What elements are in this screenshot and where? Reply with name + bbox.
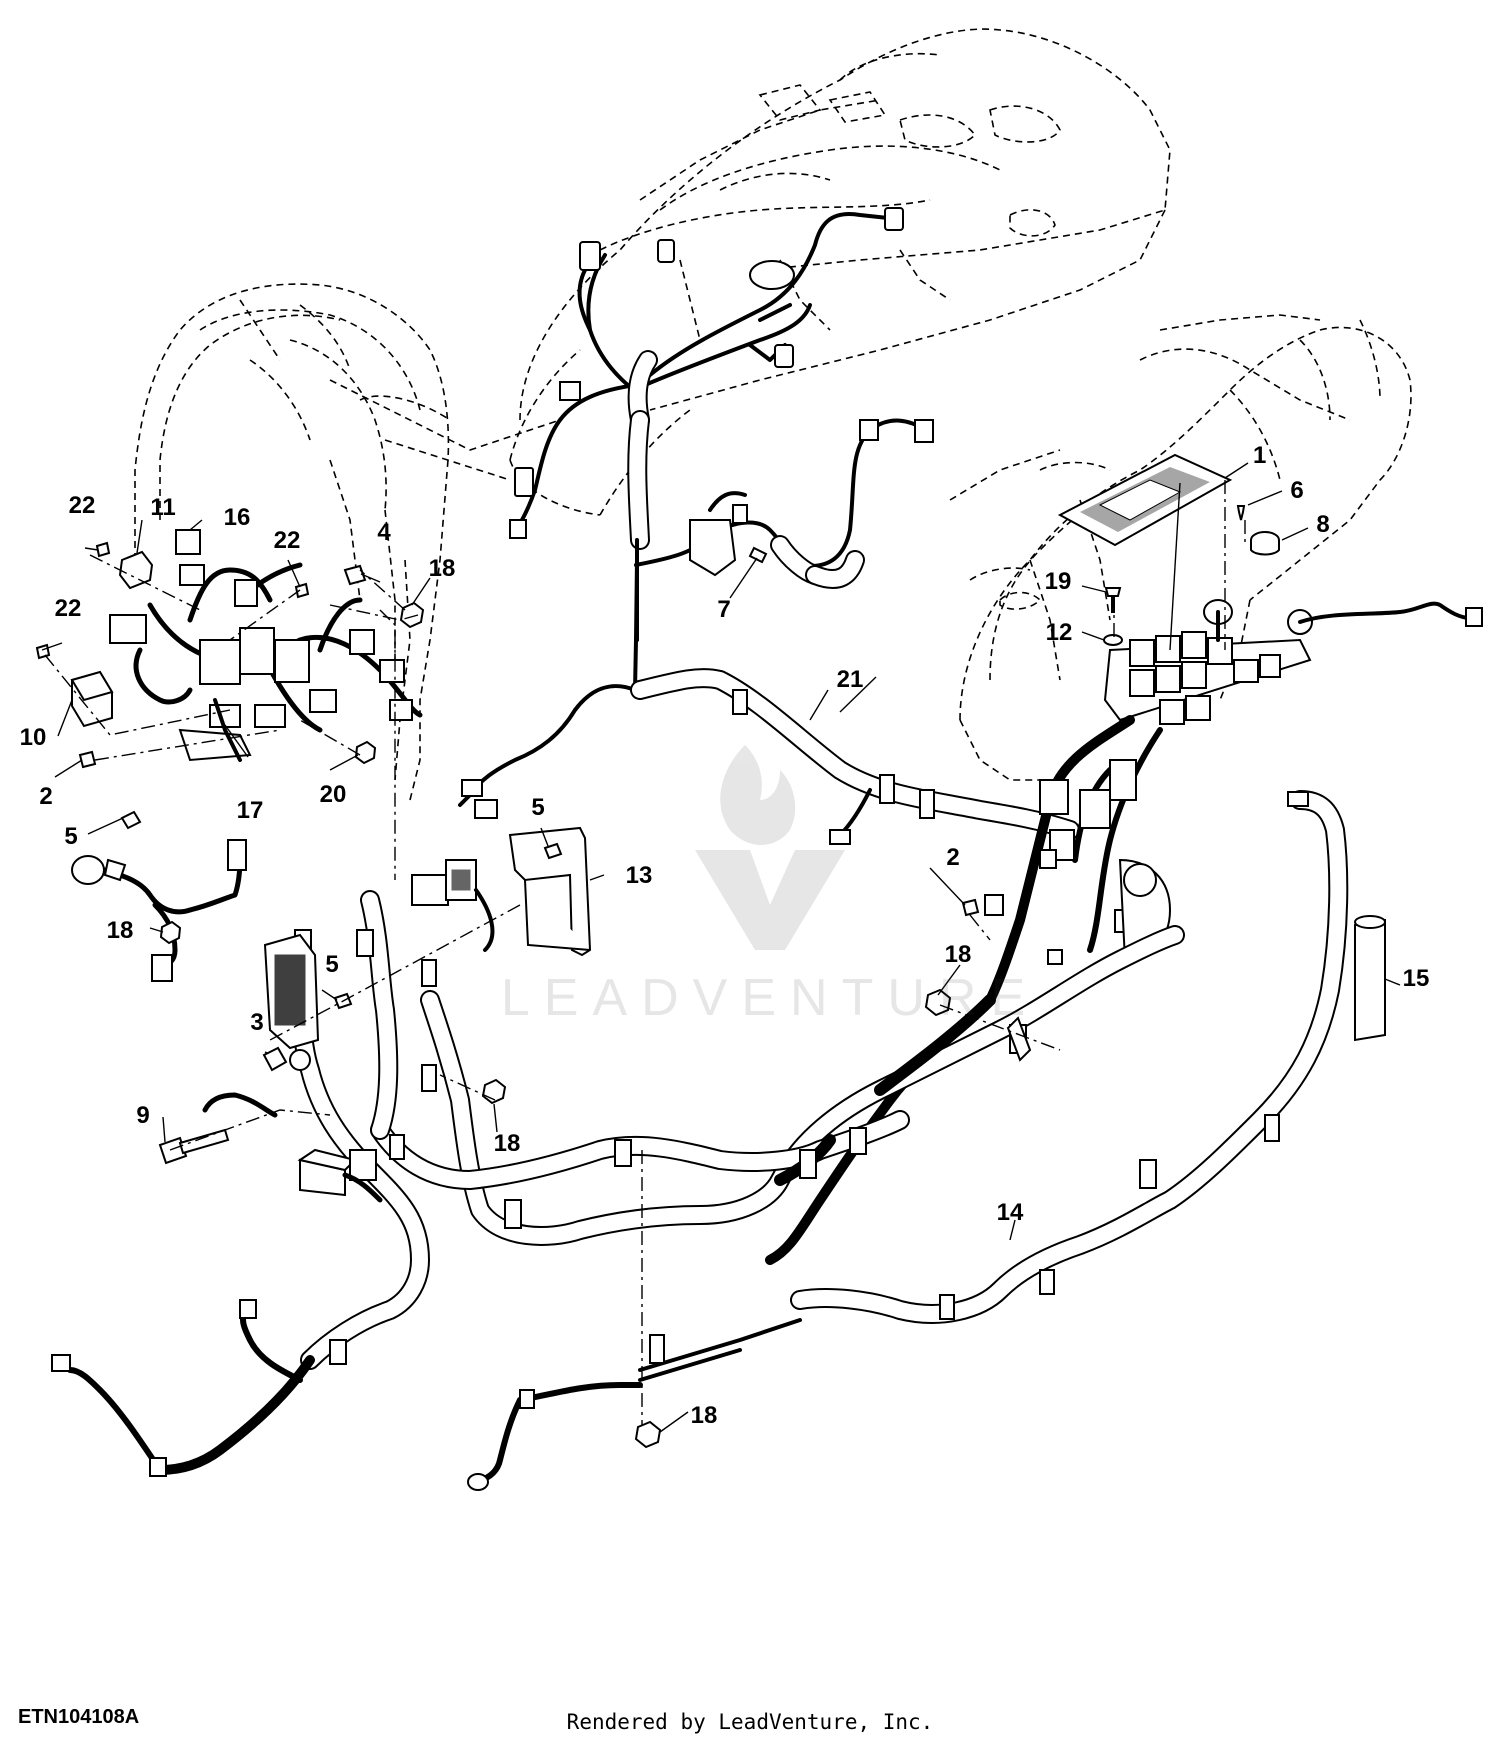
bolt-icon	[95, 541, 111, 558]
screw-item-6	[1236, 505, 1246, 521]
bolt-icon	[961, 898, 980, 917]
left-connector-harness	[71, 839, 247, 982]
fuse-holder	[411, 859, 495, 952]
callout-22: 22	[274, 527, 301, 554]
callout-18: 18	[429, 555, 456, 582]
callout-11: 11	[150, 494, 175, 521]
leader-lines	[41, 462, 1401, 1433]
callout-18: 18	[107, 917, 134, 944]
callout-4: 4	[377, 519, 391, 546]
callout-7: 7	[717, 596, 730, 623]
cap-item-8	[1250, 531, 1280, 556]
callout-18: 18	[494, 1130, 521, 1157]
nut-icon	[924, 988, 952, 1017]
ghost-vehicle-outline	[134, 28, 1412, 801]
callout-22: 22	[69, 492, 96, 519]
bolt-icon	[35, 643, 51, 660]
callout-18: 18	[945, 941, 972, 968]
middle-harness	[458, 418, 934, 819]
alignment-lines	[44, 480, 1246, 1425]
sleeve-item-15	[1354, 915, 1386, 1042]
nut-icon	[354, 740, 377, 765]
callout-18: 18	[691, 1402, 718, 1429]
callout-9: 9	[136, 1102, 149, 1129]
nut-icon	[634, 1420, 662, 1449]
callout-20: 20	[320, 781, 347, 808]
washer-item-12	[1103, 634, 1123, 646]
bolt-icon	[294, 582, 310, 599]
harness-21	[630, 668, 1080, 845]
harness-clips	[294, 929, 1280, 1365]
callout-21: 21	[837, 666, 864, 693]
callout-16: 16	[224, 504, 251, 531]
bracket-item-13	[508, 826, 592, 957]
render-credit: Rendered by LeadVenture, Inc.	[566, 1710, 934, 1734]
callout-22: 22	[55, 595, 82, 622]
relay-item-10	[70, 670, 114, 728]
callout-5: 5	[64, 823, 77, 850]
callout-13: 13	[626, 862, 653, 889]
dash-harness	[509, 207, 904, 692]
left-harness-cluster	[109, 562, 423, 762]
screw-item-7	[748, 546, 768, 564]
callout-19: 19	[1045, 568, 1072, 595]
nut-icon	[159, 920, 182, 945]
callout-6: 6	[1290, 477, 1303, 504]
nut-icon	[399, 601, 425, 629]
fasteners	[35, 541, 980, 1449]
callouts: 1 2 2 3 4 5 5 5 6 7 8 9 10 11 12 13 14 1…	[20, 442, 1430, 1429]
callout-17: 17	[237, 797, 264, 824]
bolt-icon	[120, 810, 142, 830]
callout-15: 15	[1403, 965, 1430, 992]
screw-item-19	[1104, 587, 1122, 613]
label-decal-item-1	[1057, 453, 1233, 547]
connector-item-16	[175, 529, 201, 555]
callout-2: 2	[946, 844, 959, 871]
callout-1: 1	[1253, 442, 1266, 469]
bolt-icon	[78, 750, 97, 769]
callout-3: 3	[250, 1009, 263, 1036]
callout-14: 14	[997, 1199, 1024, 1226]
ecu-connector	[263, 933, 320, 1071]
bolt-icon	[543, 842, 563, 860]
callout-10: 10	[20, 724, 47, 751]
callout-5: 5	[325, 951, 338, 978]
watermark-text: LEADVENTURE	[501, 969, 1039, 1027]
callout-5: 5	[531, 794, 544, 821]
lower-left-module	[202, 1092, 383, 1203]
watermark: LEADVENTURE	[501, 745, 1039, 1027]
callout-2: 2	[39, 783, 52, 810]
switch-item-11	[118, 550, 154, 590]
figure-id: ETN104108A	[18, 1706, 140, 1728]
spacer-icon	[262, 1046, 288, 1072]
callout-8: 8	[1316, 511, 1329, 538]
fuse-relay-block	[1103, 599, 1483, 725]
callout-12: 12	[1046, 619, 1073, 646]
